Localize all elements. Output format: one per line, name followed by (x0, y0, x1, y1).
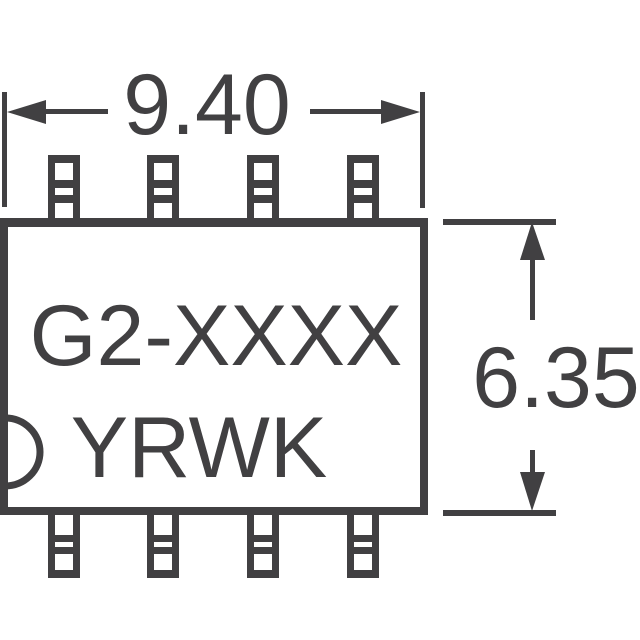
top-pin-2 (147, 155, 179, 220)
pin-window (354, 188, 372, 195)
down-arrowhead (520, 472, 545, 511)
top-pin-4 (347, 155, 379, 220)
pin-window (254, 554, 272, 570)
pin-window (154, 188, 172, 195)
pin1-notch-icon (4, 414, 44, 490)
top-pins (48, 155, 379, 220)
marking-line-2: YRWK (71, 400, 327, 496)
width-dimension-label: 9.40 (123, 57, 290, 153)
right-extension-line (420, 92, 425, 208)
pin-window (55, 188, 73, 195)
pin-window (55, 542, 73, 547)
marking-line-1: G2-XXXX (30, 288, 403, 384)
pin-window (154, 163, 172, 180)
package-body (0, 218, 428, 515)
bottom-extension-line (443, 510, 556, 516)
pin-window (254, 188, 272, 195)
pin-window (154, 515, 172, 535)
right-dimension-line (310, 109, 383, 114)
body-bottom-edge (0, 507, 428, 515)
height-dimension-label: 6.35 (472, 330, 639, 426)
body-top-edge (0, 218, 428, 227)
pin-window (55, 515, 73, 535)
pin-window (154, 203, 172, 218)
pin-window (254, 542, 272, 547)
bottom-pin-4 (347, 510, 379, 578)
pin-window (55, 203, 73, 218)
pin-window (354, 203, 372, 218)
pin-window (55, 554, 73, 570)
left-dimension-line (44, 109, 108, 114)
upper-dimension-line (530, 258, 535, 320)
bottom-pin-3 (247, 510, 279, 578)
top-pin-3 (247, 155, 279, 220)
pin-window (254, 203, 272, 218)
pin-window (254, 515, 272, 535)
width-dimension: 9.40 (2, 57, 425, 208)
bottom-pin-1 (48, 510, 80, 578)
up-arrowhead (520, 222, 545, 260)
top-extension-line (443, 219, 556, 225)
pin-window (354, 542, 372, 547)
right-arrowhead (381, 100, 420, 124)
pin-window (354, 515, 372, 535)
body-left-edge (0, 218, 8, 515)
bottom-pin-2 (147, 510, 179, 578)
lower-dimension-line (530, 450, 535, 474)
pin-window (154, 554, 172, 570)
top-pin-1 (48, 155, 80, 220)
pin-window (354, 163, 372, 180)
body-right-edge (420, 218, 428, 515)
left-extension-line (2, 92, 7, 207)
pin-window (254, 163, 272, 180)
bottom-pins (48, 510, 379, 578)
pin-window (354, 554, 372, 570)
left-arrowhead (7, 100, 46, 124)
height-dimension: 6.35 (443, 219, 640, 516)
pin-window (154, 542, 172, 547)
pin-window (55, 163, 73, 180)
